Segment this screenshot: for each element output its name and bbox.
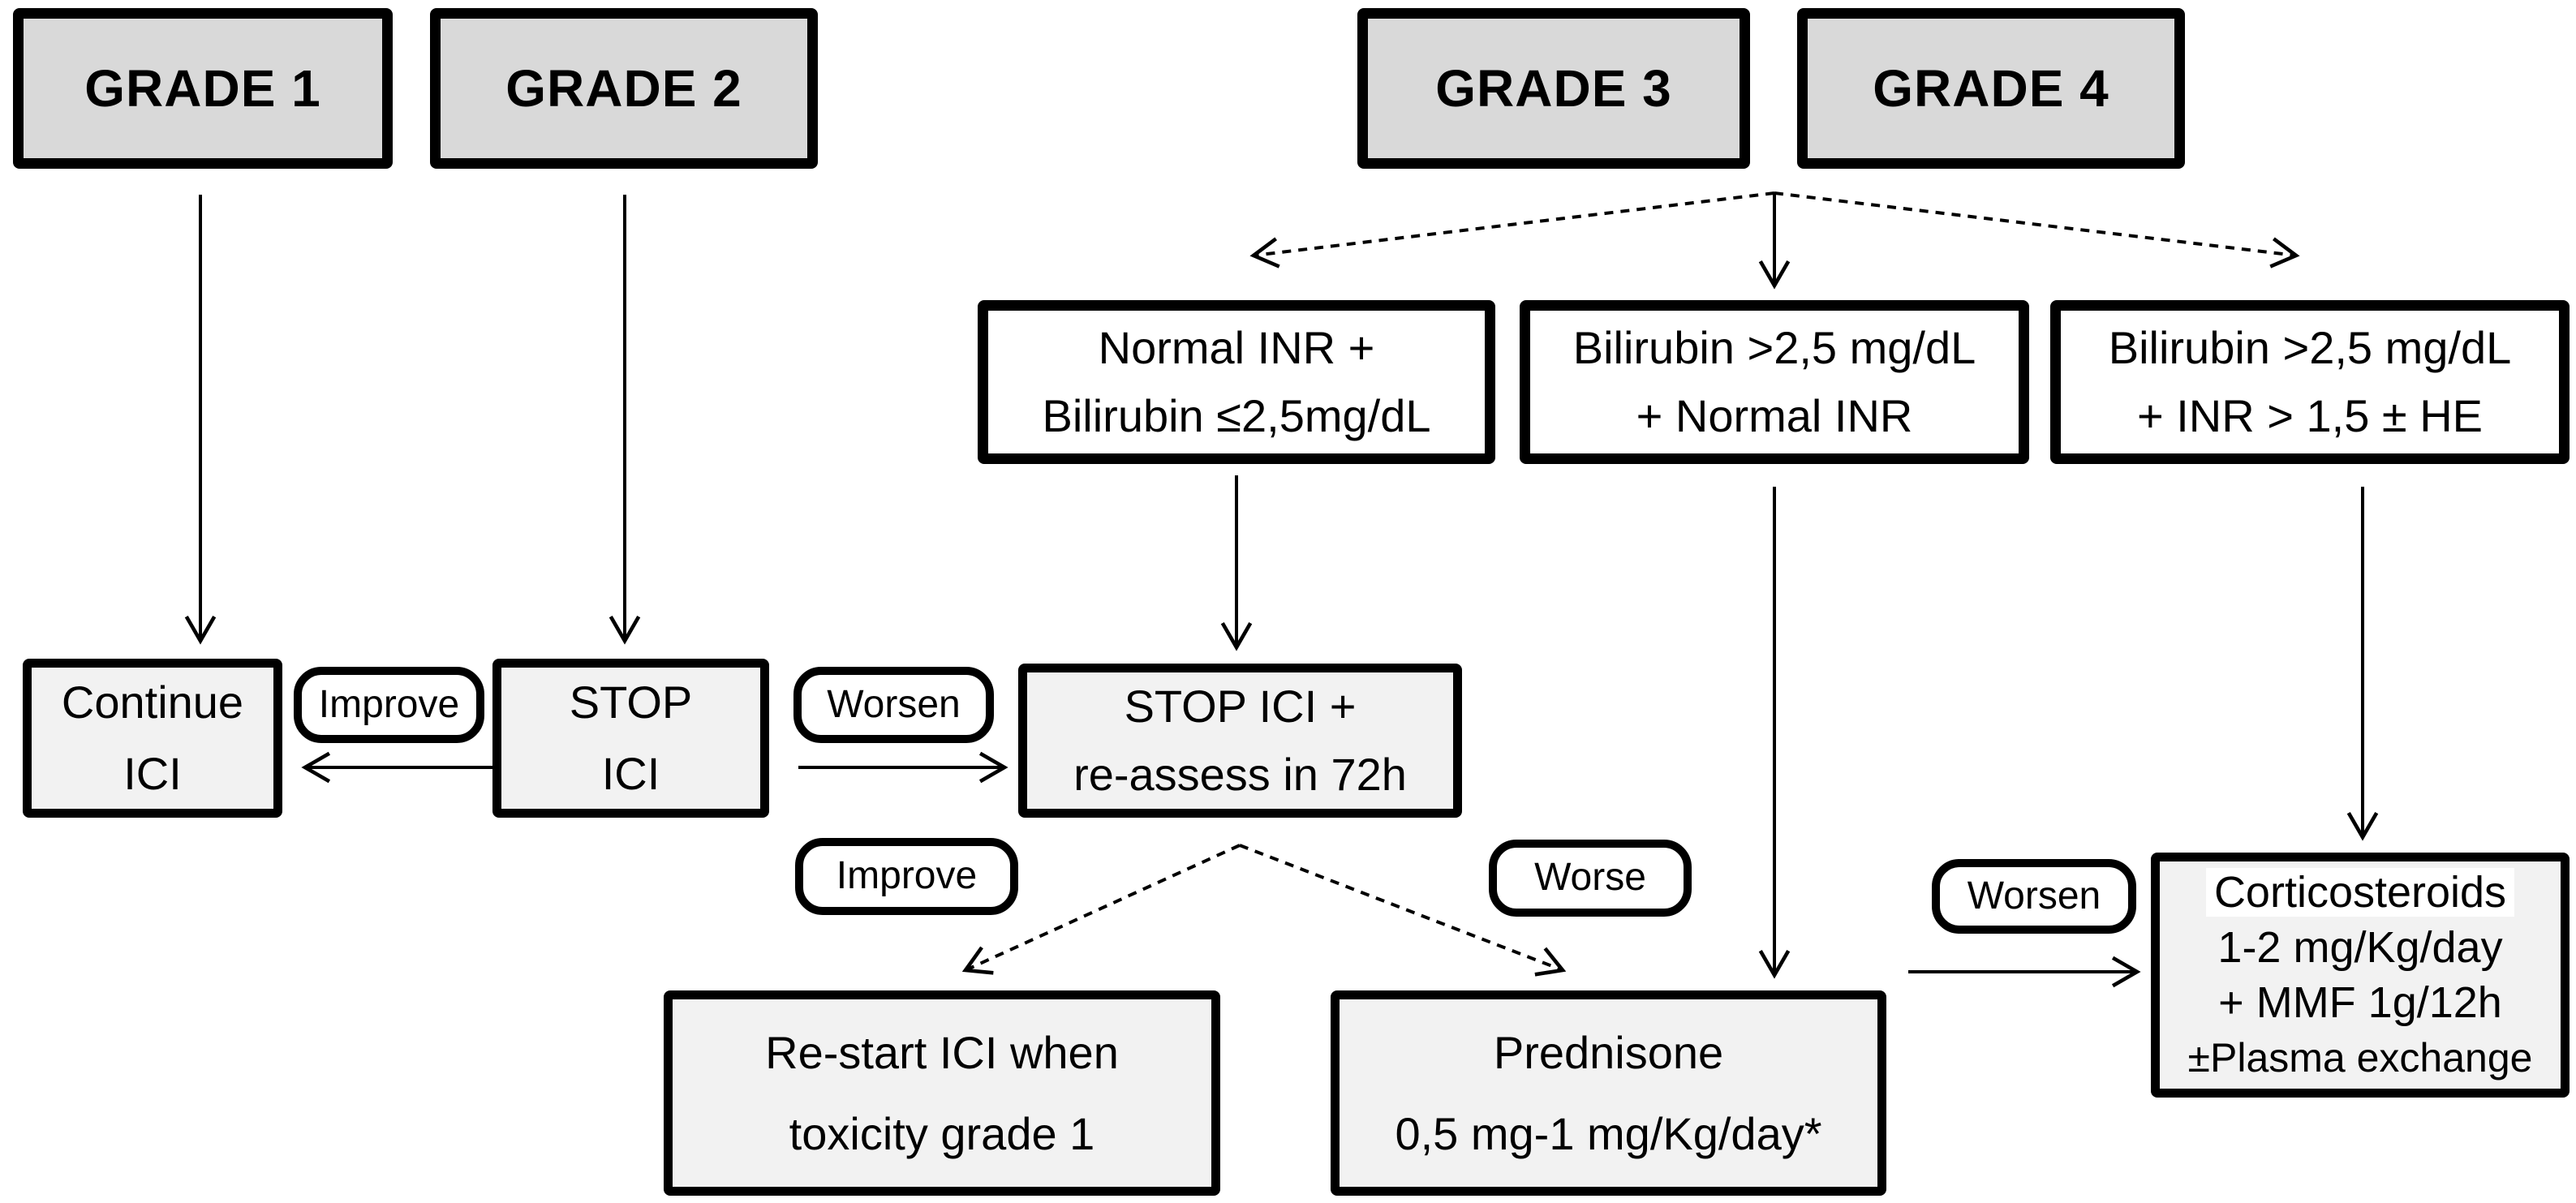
criteria-bili-high-inr-line1: Bilirubin >2,5 mg/dL — [2108, 322, 2512, 373]
criteria-bili-high-inr-box: Bilirubin >2,5 mg/dL + INR > 1,5 ± HE — [2050, 300, 2570, 464]
criteria-normal-inr-box: Normal INR + Bilirubin ≤2,5mg/dL — [978, 300, 1495, 464]
stop-ici-line1: STOP — [569, 677, 693, 728]
worsen-label-prednisone-text: Worsen — [1967, 874, 2101, 917]
grade-1-box: GRADE 1 — [13, 8, 393, 169]
grade-1-label: GRADE 1 — [84, 58, 321, 118]
corticosteroids-line2: 1-2 mg/Kg/day — [2217, 923, 2503, 972]
criteria-bili-normal-inr-line2: + Normal INR — [1636, 390, 1913, 441]
criteria-bili-normal-inr-box: Bilirubin >2,5 mg/dL + Normal INR — [1520, 300, 2029, 464]
grade-2-box: GRADE 2 — [430, 8, 818, 169]
arrow-grade34-to-criteria-right — [1774, 191, 2300, 269]
stop-ici-line2: ICI — [601, 748, 660, 799]
worsen-label-prednisone: Worsen — [1932, 859, 2136, 934]
prednisone-line2: 0,5 mg-1 mg/Kg/day* — [1395, 1107, 1822, 1159]
worsen-label-stop: Worsen — [793, 667, 994, 743]
restart-ici-line2: toxicity grade 1 — [789, 1107, 1095, 1159]
restart-ici-line1: Re-start ICI when — [765, 1026, 1119, 1078]
continue-ici-line1: Continue — [61, 677, 244, 728]
worse-label-reassess: Worse — [1489, 840, 1692, 917]
continue-ici-box: Continue ICI — [23, 659, 282, 818]
criteria-bili-high-inr-line2: + INR > 1,5 ± HE — [2136, 390, 2483, 441]
worsen-label-stop-text: Worsen — [827, 682, 961, 726]
corticosteroids-box: Corticosteroids 1-2 mg/Kg/day + MMF 1g/1… — [2151, 853, 2570, 1098]
improve-label-reassess: Improve — [795, 838, 1018, 915]
improve-label-reassess-text: Improve — [836, 854, 978, 898]
grade-3-box: GRADE 3 — [1357, 8, 1750, 169]
criteria-normal-inr-line1: Normal INR + — [1098, 322, 1375, 373]
grade-4-box: GRADE 4 — [1797, 8, 2185, 169]
stop-reassess-line1: STOP ICI + — [1124, 681, 1357, 732]
corticosteroids-line1: Corticosteroids — [2205, 868, 2515, 917]
grade-4-label: GRADE 4 — [1873, 58, 2109, 118]
stop-ici-box: STOP ICI — [492, 659, 769, 818]
stop-reassess-line2: re-assess in 72h — [1073, 749, 1407, 800]
prednisone-line1: Prednisone — [1493, 1026, 1724, 1078]
grade-2-label: GRADE 2 — [505, 58, 742, 118]
criteria-normal-inr-line2: Bilirubin ≤2,5mg/dL — [1042, 390, 1431, 441]
improve-label-grade2: Improve — [294, 667, 484, 743]
corticosteroids-line3: + MMF 1g/12h — [2218, 978, 2502, 1027]
grade-3-label: GRADE 3 — [1435, 58, 1672, 118]
continue-ici-line2: ICI — [123, 748, 182, 799]
worse-label-reassess-text: Worse — [1534, 856, 1646, 900]
arrow-grade34-to-criteria-left — [1249, 191, 1775, 269]
stop-reassess-box: STOP ICI + re-assess in 72h — [1018, 664, 1462, 818]
restart-ici-box: Re-start ICI when toxicity grade 1 — [664, 990, 1220, 1196]
corticosteroids-line4: ±Plasma exchange — [2187, 1035, 2533, 1081]
criteria-bili-normal-inr-line1: Bilirubin >2,5 mg/dL — [1572, 322, 1976, 373]
prednisone-box: Prednisone 0,5 mg-1 mg/Kg/day* — [1331, 990, 1886, 1196]
improve-label-grade2-text: Improve — [318, 682, 460, 726]
